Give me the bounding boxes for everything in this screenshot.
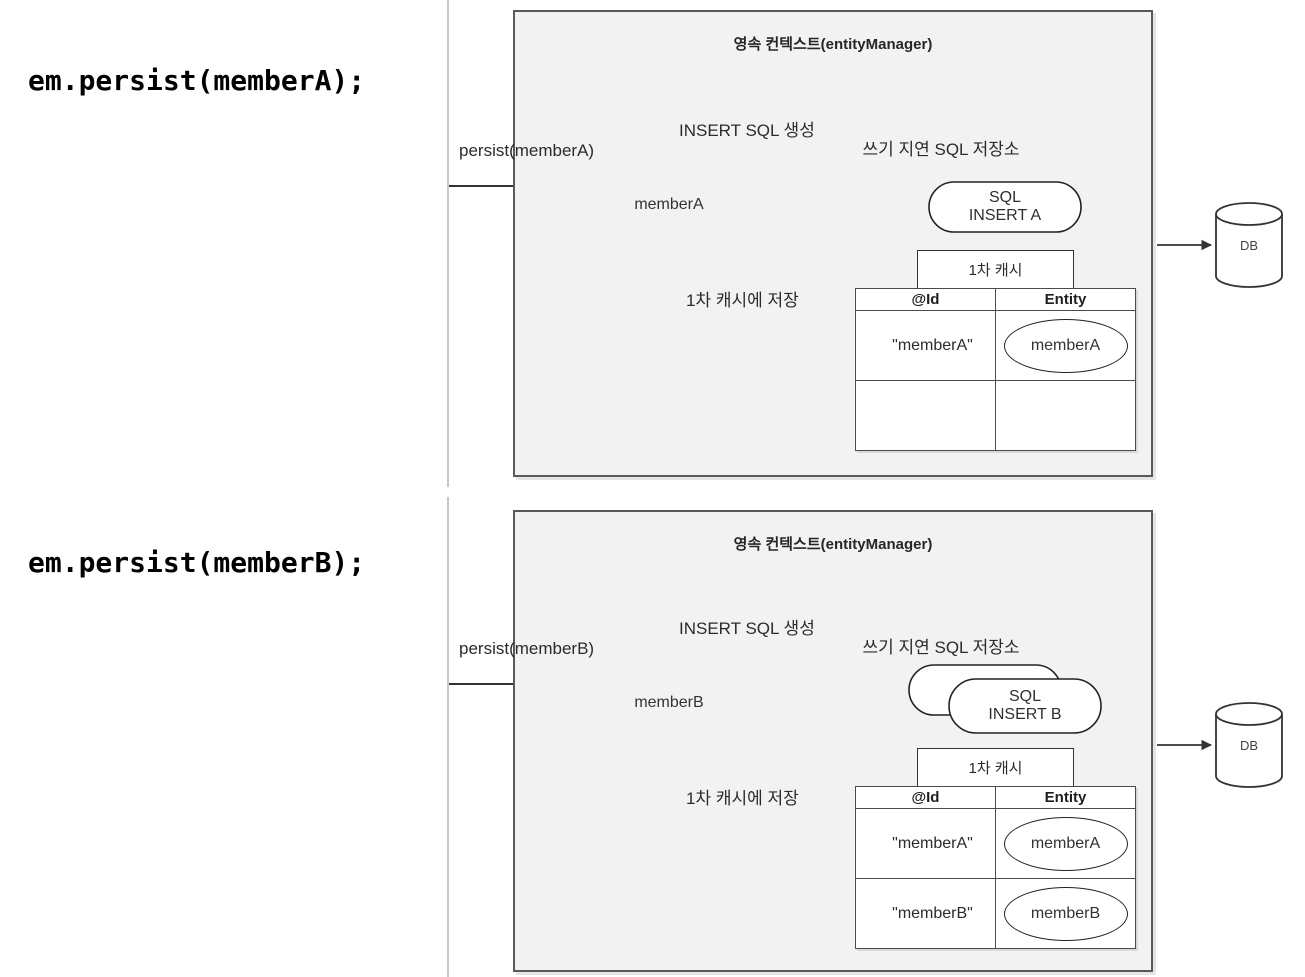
table-row: "memberB" memberB: [855, 878, 1136, 949]
code-label-persist-b: em.persist(memberB);: [28, 546, 366, 579]
cache-header-id: @Id: [855, 288, 996, 311]
insert-sql-label-top: INSERT SQL 생성: [679, 121, 815, 140]
table-row: "memberA" memberA: [855, 808, 1136, 879]
cache-caption-top: 1차 캐시: [917, 250, 1074, 288]
cache-cell-entity: [995, 380, 1136, 451]
cache-cell-id: "memberB": [855, 878, 996, 949]
sql-chip-shape: [928, 181, 1082, 233]
entity-mini-ellipse: memberA: [1003, 816, 1128, 871]
table-header-row: @Id Entity: [855, 786, 1136, 809]
left-column-divider-top: [447, 0, 449, 487]
insert-sql-label-bottom: INSERT SQL 생성: [679, 619, 815, 638]
sql-store-title-bottom: 쓰기 지연 SQL 저장소: [862, 638, 1020, 657]
cache-header-entity: Entity: [995, 288, 1136, 311]
cache-store-label-top: 1차 캐시에 저장: [686, 291, 799, 310]
cache-store-label-bottom: 1차 캐시에 저장: [686, 789, 799, 808]
entity-mini-ellipse: memberB: [1003, 886, 1128, 941]
cache-header-entity: Entity: [995, 786, 1136, 809]
table-row: [855, 380, 1136, 451]
cache-cell-entity: memberB: [995, 878, 1136, 949]
sql-chip-line1: SQL: [988, 188, 1021, 206]
first-level-cache-table-bottom: @Id Entity "memberA" memberA "memberB" m…: [855, 786, 1136, 949]
code-label-persist-a: em.persist(memberA);: [28, 64, 366, 97]
db-label-bottom: DB: [1239, 738, 1259, 753]
cache-cell-id: "memberA": [855, 310, 996, 381]
sql-chip-shape: [948, 678, 1102, 734]
cache-cell-entity: memberA: [995, 310, 1136, 381]
persist-arrow-label-bottom: persist(memberB): [459, 639, 595, 658]
cache-header-id: @Id: [855, 786, 996, 809]
table-header-row: @Id Entity: [855, 288, 1136, 311]
sql-chip-text: SQL INSERT B: [948, 678, 1102, 734]
sql-store-title-top: 쓰기 지연 SQL 저장소: [862, 140, 1020, 159]
entity-mini-ellipse: memberA: [1003, 318, 1128, 373]
sql-chip-insert-a-top: SQL INSERT A: [928, 181, 1082, 233]
cache-cell-entity: memberA: [995, 808, 1136, 879]
entity-ellipse-label-bottom: memberB: [634, 694, 704, 711]
sql-chip-line2: INSERT B: [988, 706, 1062, 723]
db-label-top: DB: [1239, 238, 1259, 253]
first-level-cache-table-top: @Id Entity "memberA" memberA: [855, 288, 1136, 451]
sql-chip-insert-b-bottom: SQL INSERT B: [948, 678, 1102, 734]
entity-ellipse-label-top: memberA: [634, 196, 704, 213]
persist-arrow-label-top: persist(memberA): [459, 141, 595, 160]
left-column-divider-bottom: [447, 497, 449, 977]
sql-chip-text: SQL INSERT A: [928, 181, 1082, 233]
persistence-context-title-top: 영속 컨텍스트(entityManager): [733, 36, 933, 53]
persistence-context-title-bottom: 영속 컨텍스트(entityManager): [733, 536, 933, 553]
sql-chip-line1: SQL: [1008, 687, 1041, 705]
cache-cell-id: [855, 380, 996, 451]
sql-chip-line2: INSERT A: [968, 207, 1042, 224]
cache-caption-bottom: 1차 캐시: [917, 748, 1074, 786]
table-row: "memberA" memberA: [855, 310, 1136, 381]
cache-cell-id: "memberA": [855, 808, 996, 879]
